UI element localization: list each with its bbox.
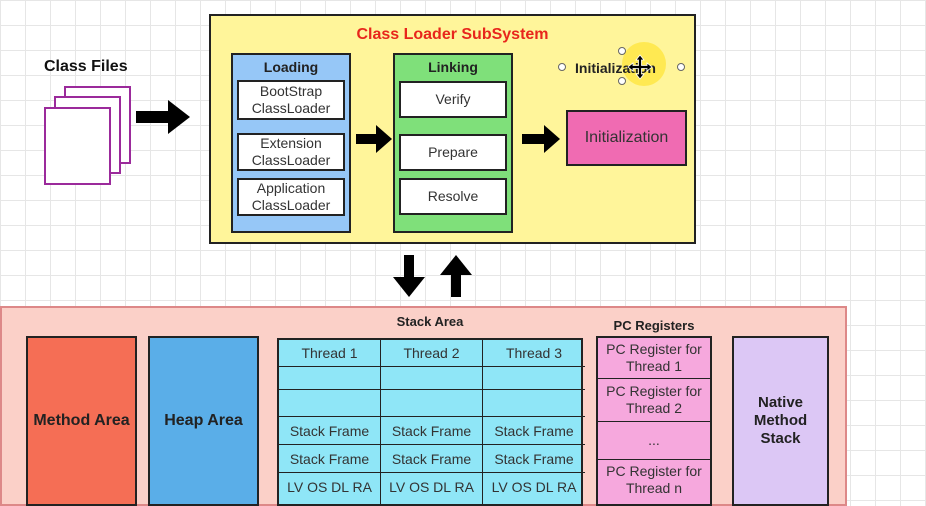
bootstrap-classloader-box[interactable]: BootStrap ClassLoader <box>237 80 345 120</box>
stack-cell <box>279 390 381 417</box>
stack-frame-cell: Stack Frame <box>279 445 381 473</box>
stack-area-title: Stack Area <box>396 314 464 329</box>
stack-thread-header: Thread 1 <box>279 340 381 367</box>
subsystem-title: Class Loader SubSystem <box>356 26 549 43</box>
pc-registers: PC Register for Thread 1 PC Register for… <box>596 336 712 506</box>
selection-handle[interactable] <box>558 63 566 71</box>
pc-register-item[interactable]: ... <box>598 422 710 460</box>
move-cursor-icon <box>627 54 653 80</box>
class-files-label: Class Files <box>44 58 128 75</box>
extension-classloader-box[interactable]: Extension ClassLoader <box>237 133 345 171</box>
stack-thread-header: Thread 2 <box>381 340 483 367</box>
pc-registers-title: PC Registers <box>613 318 695 333</box>
stack-thread-header: Thread 3 <box>483 340 585 367</box>
stack-frame-cell: Stack Frame <box>483 445 585 473</box>
stack-frame-detail-cell: LV OS DL RA <box>381 473 483 506</box>
prepare-box[interactable]: Prepare <box>399 134 507 171</box>
pc-register-item[interactable]: PC Register for Thread 2 <box>598 379 710 422</box>
heap-area[interactable]: Heap Area <box>148 336 259 506</box>
stack-cell <box>381 390 483 417</box>
stack-cell <box>381 367 483 390</box>
arrow-down-icon <box>393 255 425 297</box>
stack-frame-cell: Stack Frame <box>483 417 585 445</box>
arrow-up-icon <box>440 255 472 297</box>
selection-handle[interactable] <box>618 77 626 85</box>
stack-frame-detail-cell: LV OS DL RA <box>491 479 577 495</box>
pc-register-item[interactable]: PC Register for Thread 1 <box>598 338 710 379</box>
loading-title: Loading <box>263 59 319 75</box>
class-file-doc-1 <box>44 107 111 185</box>
selection-handle[interactable] <box>618 47 626 55</box>
stack-area: Thread 1 Thread 2 Thread 3 Stack Frame S… <box>277 338 585 506</box>
stack-frame-detail-cell: LV OS DL RA <box>279 473 381 506</box>
stack-frame-cell: Stack Frame <box>279 417 381 445</box>
initialization-selected-text[interactable]: Initialization <box>575 60 656 76</box>
stack-cell <box>483 367 585 390</box>
stack-cell <box>279 367 381 390</box>
initialization-box[interactable]: Initialization <box>566 110 687 166</box>
method-area[interactable]: Method Area <box>26 336 137 506</box>
stack-frame-cell: Stack Frame <box>381 445 483 473</box>
stack-frame-cell: Stack Frame <box>381 417 483 445</box>
arrow-right-icon <box>136 100 190 134</box>
native-method-stack[interactable]: Native Method Stack <box>732 336 829 506</box>
application-classloader-box[interactable]: Application ClassLoader <box>237 178 345 216</box>
cursor-highlight <box>622 42 666 86</box>
stack-cell <box>483 390 585 417</box>
resolve-box[interactable]: Resolve <box>399 178 507 215</box>
pc-register-item[interactable]: PC Register for Thread n <box>606 463 702 496</box>
verify-box[interactable]: Verify <box>399 81 507 118</box>
arrow-right-icon <box>356 125 392 153</box>
selection-handle[interactable] <box>677 63 685 71</box>
arrow-right-icon <box>522 125 560 153</box>
linking-title: Linking <box>428 59 478 75</box>
